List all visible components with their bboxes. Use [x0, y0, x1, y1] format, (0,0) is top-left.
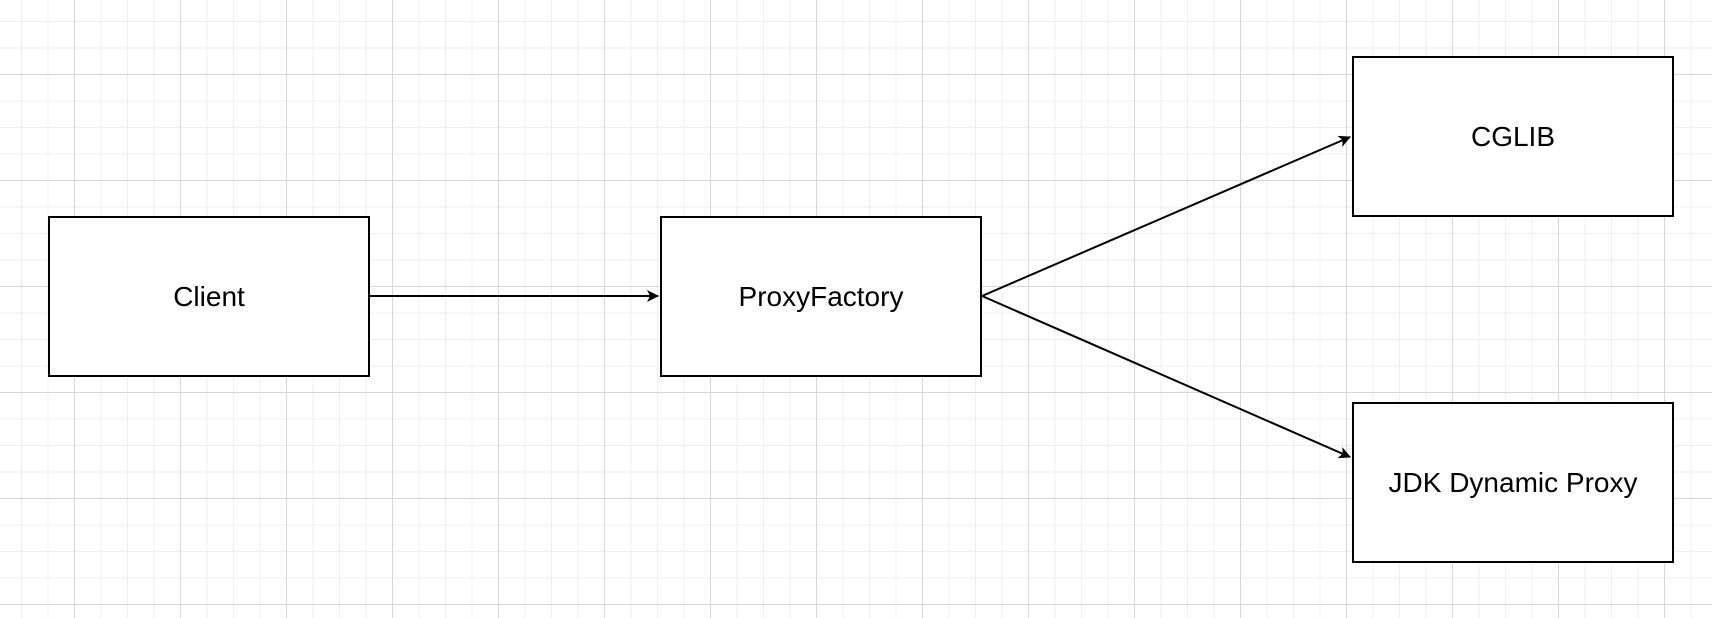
node-jdk-dynamic-proxy-label: JDK Dynamic Proxy [1388, 466, 1638, 498]
node-proxy-factory[interactable]: ProxyFactory [660, 216, 982, 377]
edge-proxyfactory-to-jdk-dynamic-proxy[interactable] [981, 295, 1351, 459]
edge-proxyfactory-to-cglib[interactable] [981, 135, 1351, 297]
node-proxy-factory-label: ProxyFactory [738, 280, 904, 312]
node-cglib-label: CGLIB [1470, 120, 1556, 152]
node-jdk-dynamic-proxy[interactable]: JDK Dynamic Proxy [1352, 402, 1674, 563]
node-cglib[interactable]: CGLIB [1352, 56, 1674, 217]
node-client-label: Client [173, 280, 245, 312]
node-client[interactable]: Client [48, 216, 370, 377]
